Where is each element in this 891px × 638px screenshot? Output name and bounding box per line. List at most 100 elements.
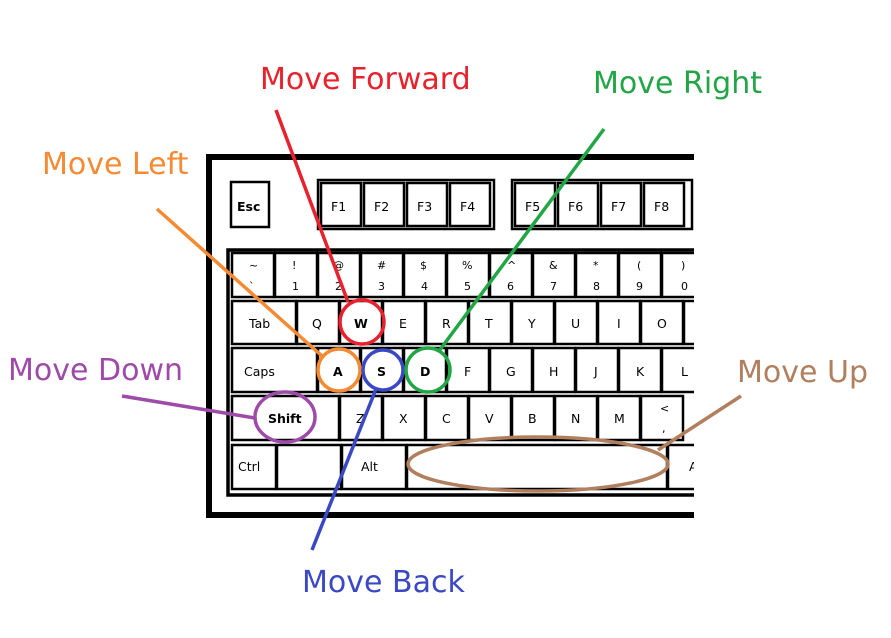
key-y bbox=[510, 299, 556, 346]
key-f3-label: F3 bbox=[417, 199, 432, 214]
key-space bbox=[405, 443, 669, 491]
key-3-top: # bbox=[377, 259, 386, 272]
key-6-bottom: 6 bbox=[507, 280, 514, 293]
pointer-down bbox=[121, 394, 256, 420]
highlight-w bbox=[338, 298, 386, 346]
highlight-d bbox=[404, 346, 452, 394]
key-esc bbox=[229, 180, 271, 229]
key-q-label: Q bbox=[312, 316, 322, 331]
key-backtick-bottom: ` bbox=[249, 280, 255, 293]
key-esc-label: Esc bbox=[237, 199, 260, 214]
key-8 bbox=[574, 251, 620, 299]
key-f6 bbox=[556, 181, 600, 228]
label-move-forward: Move Forward bbox=[260, 62, 471, 97]
key-h bbox=[531, 346, 577, 394]
highlight-s bbox=[361, 348, 405, 392]
key-f3 bbox=[405, 181, 449, 228]
key-f7 bbox=[599, 181, 643, 228]
pointer-forward bbox=[274, 109, 350, 303]
label-move-left: Move Left bbox=[42, 147, 189, 182]
key-comma-top: < bbox=[660, 402, 669, 415]
key-t bbox=[467, 299, 513, 346]
key-f4-label: F4 bbox=[460, 199, 475, 214]
key-l-label: L bbox=[681, 364, 688, 379]
key-a-label: A bbox=[333, 364, 343, 379]
key-x-label: X bbox=[399, 411, 408, 426]
key-caps-label: Caps bbox=[244, 364, 275, 379]
key-f7-label: F7 bbox=[611, 199, 626, 214]
key-1-top: ! bbox=[292, 259, 296, 272]
key-b-label: B bbox=[528, 411, 537, 426]
key-s-label: S bbox=[377, 364, 386, 379]
key-comma-bottom: , bbox=[662, 422, 666, 435]
key-comma bbox=[639, 394, 685, 442]
key-d-label: D bbox=[420, 364, 430, 379]
key-f1-label: F1 bbox=[331, 199, 346, 214]
key-4-bottom: 4 bbox=[421, 280, 428, 293]
key-u-label: U bbox=[571, 316, 580, 331]
bottom-row: Ctrl Alt A bbox=[230, 443, 726, 491]
key-f6-label: F6 bbox=[568, 199, 583, 214]
pointer-up bbox=[657, 394, 742, 452]
key-1 bbox=[273, 251, 319, 299]
label-move-down: Move Down bbox=[8, 353, 183, 388]
key-g bbox=[488, 346, 534, 394]
key-6 bbox=[488, 251, 534, 299]
key-9-bottom: 9 bbox=[636, 280, 643, 293]
key-3-bottom: 3 bbox=[378, 280, 385, 293]
key-o bbox=[639, 299, 685, 346]
key-f8-label: F8 bbox=[654, 199, 669, 214]
key-e-label: E bbox=[399, 316, 407, 331]
key-f-label: F bbox=[464, 364, 471, 379]
key-i-label: I bbox=[617, 316, 621, 331]
highlight-space bbox=[406, 435, 670, 493]
key-alt-label: Alt bbox=[361, 459, 378, 474]
key-j-label: J bbox=[593, 364, 598, 379]
key-t-label: T bbox=[484, 316, 493, 331]
key-ctrl-label: Ctrl bbox=[238, 459, 260, 474]
key-6-top: ^ bbox=[507, 259, 516, 272]
key-9-top: ( bbox=[637, 259, 641, 272]
key-alt-right-label: A bbox=[689, 459, 698, 474]
pointer-left bbox=[155, 207, 324, 358]
home-row: Caps A S D F G H J K L bbox=[230, 346, 706, 394]
key-ctrl bbox=[230, 443, 278, 491]
key-q bbox=[295, 299, 341, 346]
key-k-label: K bbox=[636, 364, 645, 379]
key-0-bottom: 0 bbox=[681, 280, 688, 293]
key-2-top: @ bbox=[333, 259, 344, 272]
key-2-bottom: 2 bbox=[335, 280, 342, 293]
pointer-right bbox=[437, 127, 606, 353]
key-n-label: N bbox=[571, 411, 580, 426]
key-m-label: M bbox=[614, 411, 625, 426]
key-5 bbox=[445, 251, 491, 299]
key-f2-label: F2 bbox=[374, 199, 389, 214]
key-j bbox=[574, 346, 620, 394]
key-h-label: H bbox=[549, 364, 558, 379]
label-move-back: Move Back bbox=[302, 565, 465, 600]
key-shift-label: Shift bbox=[268, 411, 302, 426]
key-w-label: W bbox=[354, 316, 368, 331]
edge-mask bbox=[694, 140, 891, 540]
key-y-label: Y bbox=[527, 316, 536, 331]
key-8-bottom: 8 bbox=[593, 280, 600, 293]
key-z-label: Z bbox=[356, 411, 365, 426]
key-i bbox=[596, 299, 642, 346]
label-move-right: Move Right bbox=[593, 66, 762, 101]
number-row: ~ ` ! 1 @ 2 # 3 $ 4 % 5 ^ 6 & 7 * bbox=[230, 251, 706, 299]
key-1-bottom: 1 bbox=[292, 280, 299, 293]
highlight-a bbox=[316, 347, 362, 393]
key-0-top: ) bbox=[681, 259, 685, 272]
key-c-label: C bbox=[442, 411, 451, 426]
key-win bbox=[275, 443, 343, 491]
key-5-top: % bbox=[462, 259, 472, 272]
key-o-label: O bbox=[657, 316, 667, 331]
key-r-label: R bbox=[442, 316, 451, 331]
shift-row: Shift Z X C V B N M < , bbox=[230, 394, 685, 442]
key-7 bbox=[531, 251, 577, 299]
qwerty-row: Tab Q W E R T Y U I O bbox=[230, 299, 726, 346]
key-f4 bbox=[448, 181, 492, 228]
key-f5-label: F5 bbox=[525, 199, 540, 214]
key-7-bottom: 7 bbox=[550, 280, 557, 293]
